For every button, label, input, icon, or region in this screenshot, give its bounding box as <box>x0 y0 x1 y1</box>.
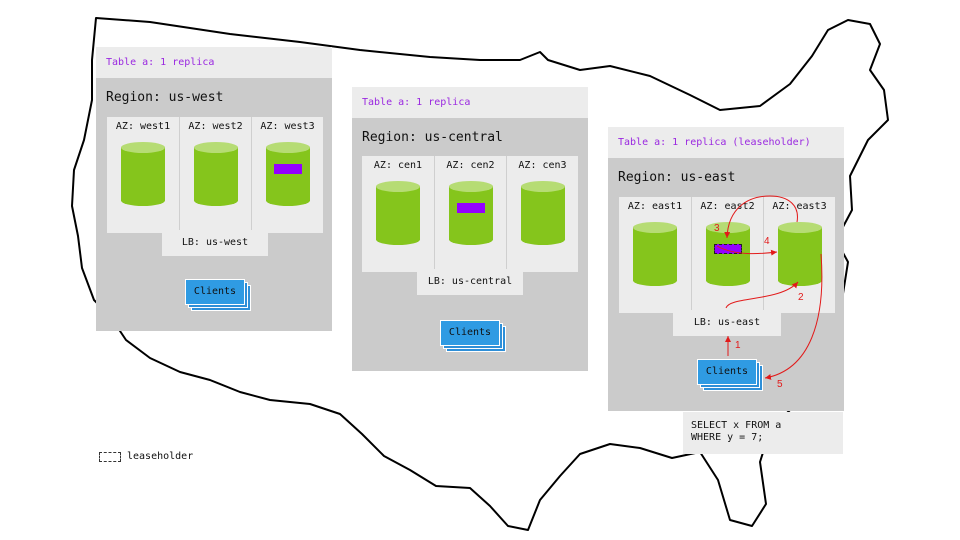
az-label: AZ: west1 <box>115 121 171 132</box>
region-us-west: Table a: 1 replica Region: us-west AZ: w… <box>96 47 332 331</box>
clients-stack: Clients <box>185 279 251 311</box>
replica-marker <box>457 203 485 213</box>
clients-label: Clients <box>440 320 500 346</box>
arrow-step-5 <box>764 253 823 380</box>
region-title: Region: us-west <box>106 90 224 105</box>
az-cen3: AZ: cen3 <box>506 156 578 272</box>
az-label: AZ: cen1 <box>373 160 423 171</box>
clients-stack: Clients <box>697 359 763 391</box>
node-cylinder <box>266 142 310 206</box>
region-us-central: Table a: 1 replica Region: us-central AZ… <box>352 87 588 371</box>
node-cylinder <box>521 181 565 245</box>
arrow-step-3 <box>724 195 798 239</box>
step-label-2: 2 <box>798 292 804 303</box>
query-line-1: SELECT x FROM a <box>691 420 782 431</box>
clients-label: Clients <box>185 279 245 305</box>
az-east1: AZ: east1 <box>619 197 691 313</box>
table-replica-header: Table a: 1 replica <box>352 87 588 118</box>
az-west1: AZ: west1 <box>107 117 179 233</box>
az-east3: AZ: east3 <box>763 197 835 313</box>
az-row: AZ: west1 AZ: west2 AZ: west3 <box>107 117 323 233</box>
step-label-1: 1 <box>735 340 741 351</box>
az-cen2: AZ: cen2 <box>434 156 506 272</box>
az-label: AZ: west2 <box>188 121 243 132</box>
clients-stack: Clients <box>440 320 506 352</box>
query-line-2: WHERE y = 7; <box>691 432 764 443</box>
clients-label: Clients <box>697 359 757 385</box>
region-us-east: Table a: 1 replica (leaseholder) Region:… <box>608 127 844 411</box>
gateway-node-cylinder <box>778 222 822 286</box>
step-label-3: 3 <box>714 223 720 234</box>
replica-marker <box>274 164 302 174</box>
sql-query-box: SELECT x FROM a WHERE y = 7; <box>683 412 843 454</box>
load-balancer: LB: us-central <box>417 269 523 295</box>
node-cylinder <box>121 142 165 206</box>
region-title: Region: us-central <box>362 130 503 145</box>
az-row: AZ: cen1 AZ: cen2 AZ: cen3 <box>362 156 578 272</box>
az-label: AZ: west3 <box>260 121 315 132</box>
az-cen1: AZ: cen1 <box>362 156 434 272</box>
arrow-step-4 <box>716 245 778 256</box>
az-label: AZ: east1 <box>627 201 683 212</box>
step-label-5: 5 <box>777 379 783 390</box>
region-title: Region: us-east <box>618 170 736 185</box>
az-label: AZ: cen2 <box>446 160 495 171</box>
az-west2: AZ: west2 <box>179 117 251 233</box>
legend-label: leaseholder <box>127 451 194 462</box>
table-replica-header: Table a: 1 replica (leaseholder) <box>608 127 844 158</box>
az-west3: AZ: west3 <box>251 117 323 233</box>
node-cylinder <box>376 181 420 245</box>
node-cylinder <box>449 181 493 245</box>
node-cylinder <box>194 142 238 206</box>
table-replica-header: Table a: 1 replica <box>96 47 332 78</box>
node-cylinder <box>633 222 677 286</box>
az-label: AZ: east3 <box>772 201 827 212</box>
load-balancer: LB: us-west <box>162 230 268 256</box>
step-label-4: 4 <box>764 236 770 247</box>
az-label: AZ: cen3 <box>518 160 567 171</box>
leaseholder-legend-swatch <box>99 452 121 462</box>
leaseholder-replica-marker <box>714 244 742 254</box>
load-balancer: LB: us-east <box>673 310 781 336</box>
arrow-step-2 <box>725 281 799 309</box>
az-label: AZ: east2 <box>700 201 755 212</box>
